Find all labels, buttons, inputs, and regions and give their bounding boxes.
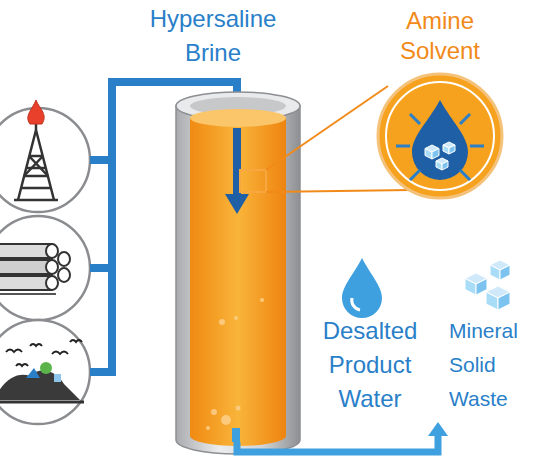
water-drop-icon [342,258,382,318]
landfill-icon [0,340,84,402]
source-circles [0,108,90,424]
process-label: Hypersaline Brine [133,2,293,70]
process-label: Mineral Solid Waste [449,314,529,416]
arrow-head [428,422,448,436]
drop-highlight [352,298,360,310]
callout-heading: Amine Solvent [366,6,514,66]
column-vessel [176,92,300,454]
callout-circle: Amine Solvent [366,6,514,204]
pipes-icon [0,244,70,294]
outlet-pipe [237,434,438,452]
oil-rig-icon [14,100,58,200]
mineral-cubes-icon [465,260,510,310]
process-label: Desalted Product Water [298,314,442,416]
callout-shape [366,6,514,204]
